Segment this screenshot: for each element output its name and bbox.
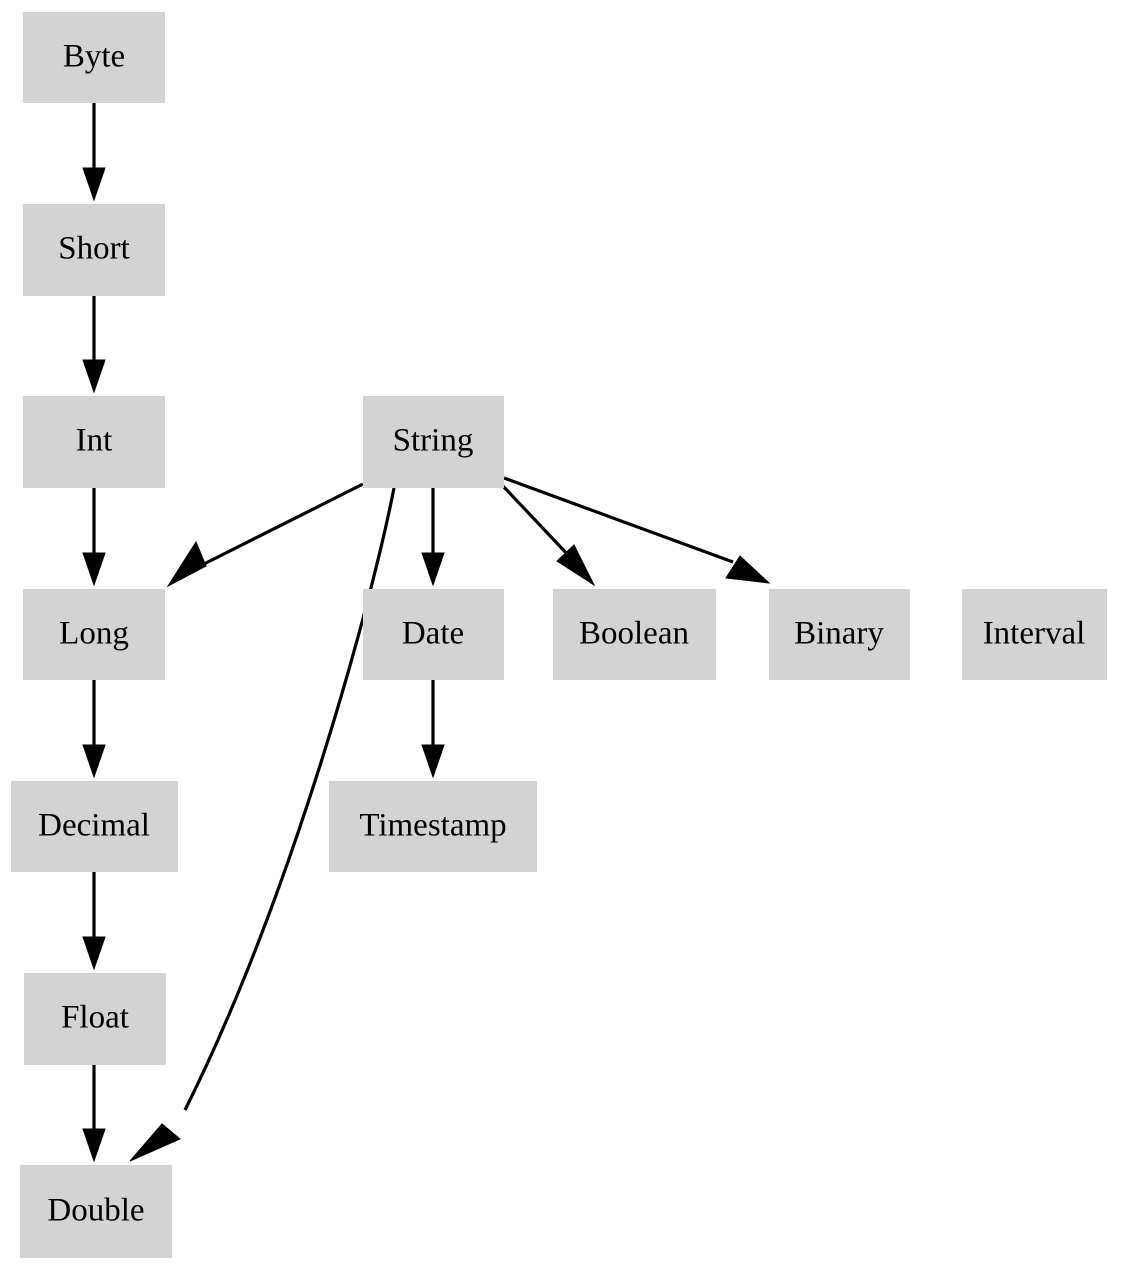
edge-short-int [82,296,106,394]
node-int-label: Int [76,423,113,459]
node-date-box[interactable] [363,589,504,680]
node-date[interactable]: Date [363,589,504,680]
node-layer: Byte Short Int Long Decimal Float [11,12,1107,1258]
node-decimal-box[interactable] [11,781,178,872]
node-double-label: Double [47,1193,144,1229]
node-byte[interactable]: Byte [23,12,165,103]
node-string-box[interactable] [363,396,504,488]
node-boolean-box[interactable] [553,589,716,680]
node-string-label: String [393,423,474,459]
node-string[interactable]: String [363,396,504,488]
edge-string-long-arrowhead [166,540,207,588]
edge-string-boolean [501,484,596,587]
edge-string-binary-arrowhead [725,555,771,584]
edge-short-int-arrowhead [82,359,106,394]
node-float-label: Float [61,1000,129,1036]
edge-float-double-arrowhead [82,1128,106,1163]
edge-string-binary-line [503,476,734,564]
edge-string-double-line [183,487,396,1111]
node-float[interactable]: Float [24,973,166,1065]
node-double[interactable]: Double [20,1165,172,1258]
node-double-box[interactable] [20,1165,172,1258]
node-long-label: Long [59,616,129,652]
edge-date-timestamp [421,680,445,779]
node-timestamp[interactable]: Timestamp [329,781,537,872]
node-short-label: Short [58,231,130,267]
edge-string-binary [503,476,771,584]
node-date-label: Date [402,616,464,652]
node-timestamp-label: Timestamp [359,808,506,844]
edge-layer [82,103,771,1163]
edge-string-date-arrowhead [421,552,445,587]
node-timestamp-box[interactable] [329,781,537,872]
node-byte-label: Byte [63,39,125,75]
node-interval[interactable]: Interval [962,589,1107,680]
node-binary-label: Binary [794,616,884,652]
node-long-box[interactable] [23,589,165,680]
node-binary-box[interactable] [769,589,910,680]
node-float-box[interactable] [24,973,166,1065]
edge-string-boolean-arrowhead [556,544,596,587]
node-decimal[interactable]: Decimal [11,781,178,872]
node-byte-box[interactable] [23,12,165,103]
edge-int-long [82,488,106,587]
node-binary[interactable]: Binary [769,589,910,680]
edge-byte-short [82,103,106,202]
node-long[interactable]: Long [23,589,165,680]
node-decimal-label: Decimal [38,808,150,844]
edge-decimal-float [82,872,106,971]
node-short-box[interactable] [23,204,165,296]
node-int[interactable]: Int [23,396,165,488]
node-int-box[interactable] [23,396,165,488]
node-interval-label: Interval [983,616,1086,652]
edge-string-double [129,487,396,1162]
node-interval-box[interactable] [962,589,1107,680]
edge-int-long-arrowhead [82,552,106,587]
edge-long-decimal-arrowhead [82,744,106,779]
edge-string-long [166,482,364,588]
edge-string-date [421,488,445,587]
node-short[interactable]: Short [23,204,165,296]
edge-decimal-float-arrowhead [82,936,106,971]
edge-string-double-arrowhead [129,1123,181,1162]
edge-string-boolean-line [501,484,572,559]
edge-string-long-line [203,482,364,566]
node-boolean-label: Boolean [579,616,689,652]
edge-date-timestamp-arrowhead [421,744,445,779]
edge-long-decimal [82,680,106,779]
edge-float-double [82,1065,106,1163]
node-boolean[interactable]: Boolean [553,589,716,680]
edge-byte-short-arrowhead [82,167,106,202]
